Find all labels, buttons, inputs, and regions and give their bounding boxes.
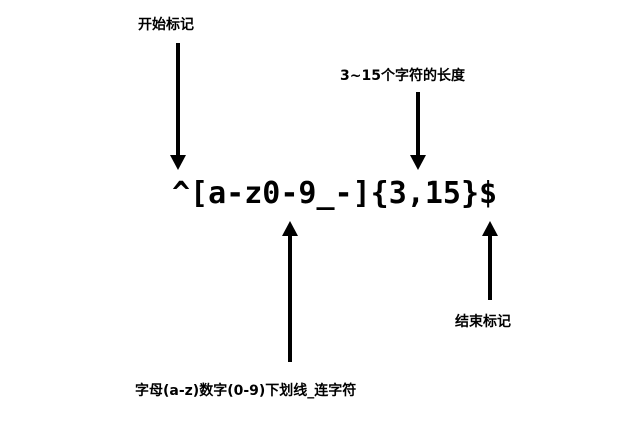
arrow-up-end-icon [482, 221, 498, 300]
label-length: 3~15个字符的长度 [340, 68, 465, 84]
arrow-down-start-icon [170, 43, 186, 170]
regex-expression: ^[a-z0-9_-]{3,15}$ [172, 176, 498, 211]
label-end: 结束标记 [455, 314, 511, 330]
arrow-down-length-icon [410, 92, 426, 170]
label-charset: 字母(a-z)数字(0-9)下划线_连字符 [135, 383, 357, 399]
label-start: 开始标记 [138, 17, 194, 33]
arrow-up-charset-icon [282, 221, 298, 362]
